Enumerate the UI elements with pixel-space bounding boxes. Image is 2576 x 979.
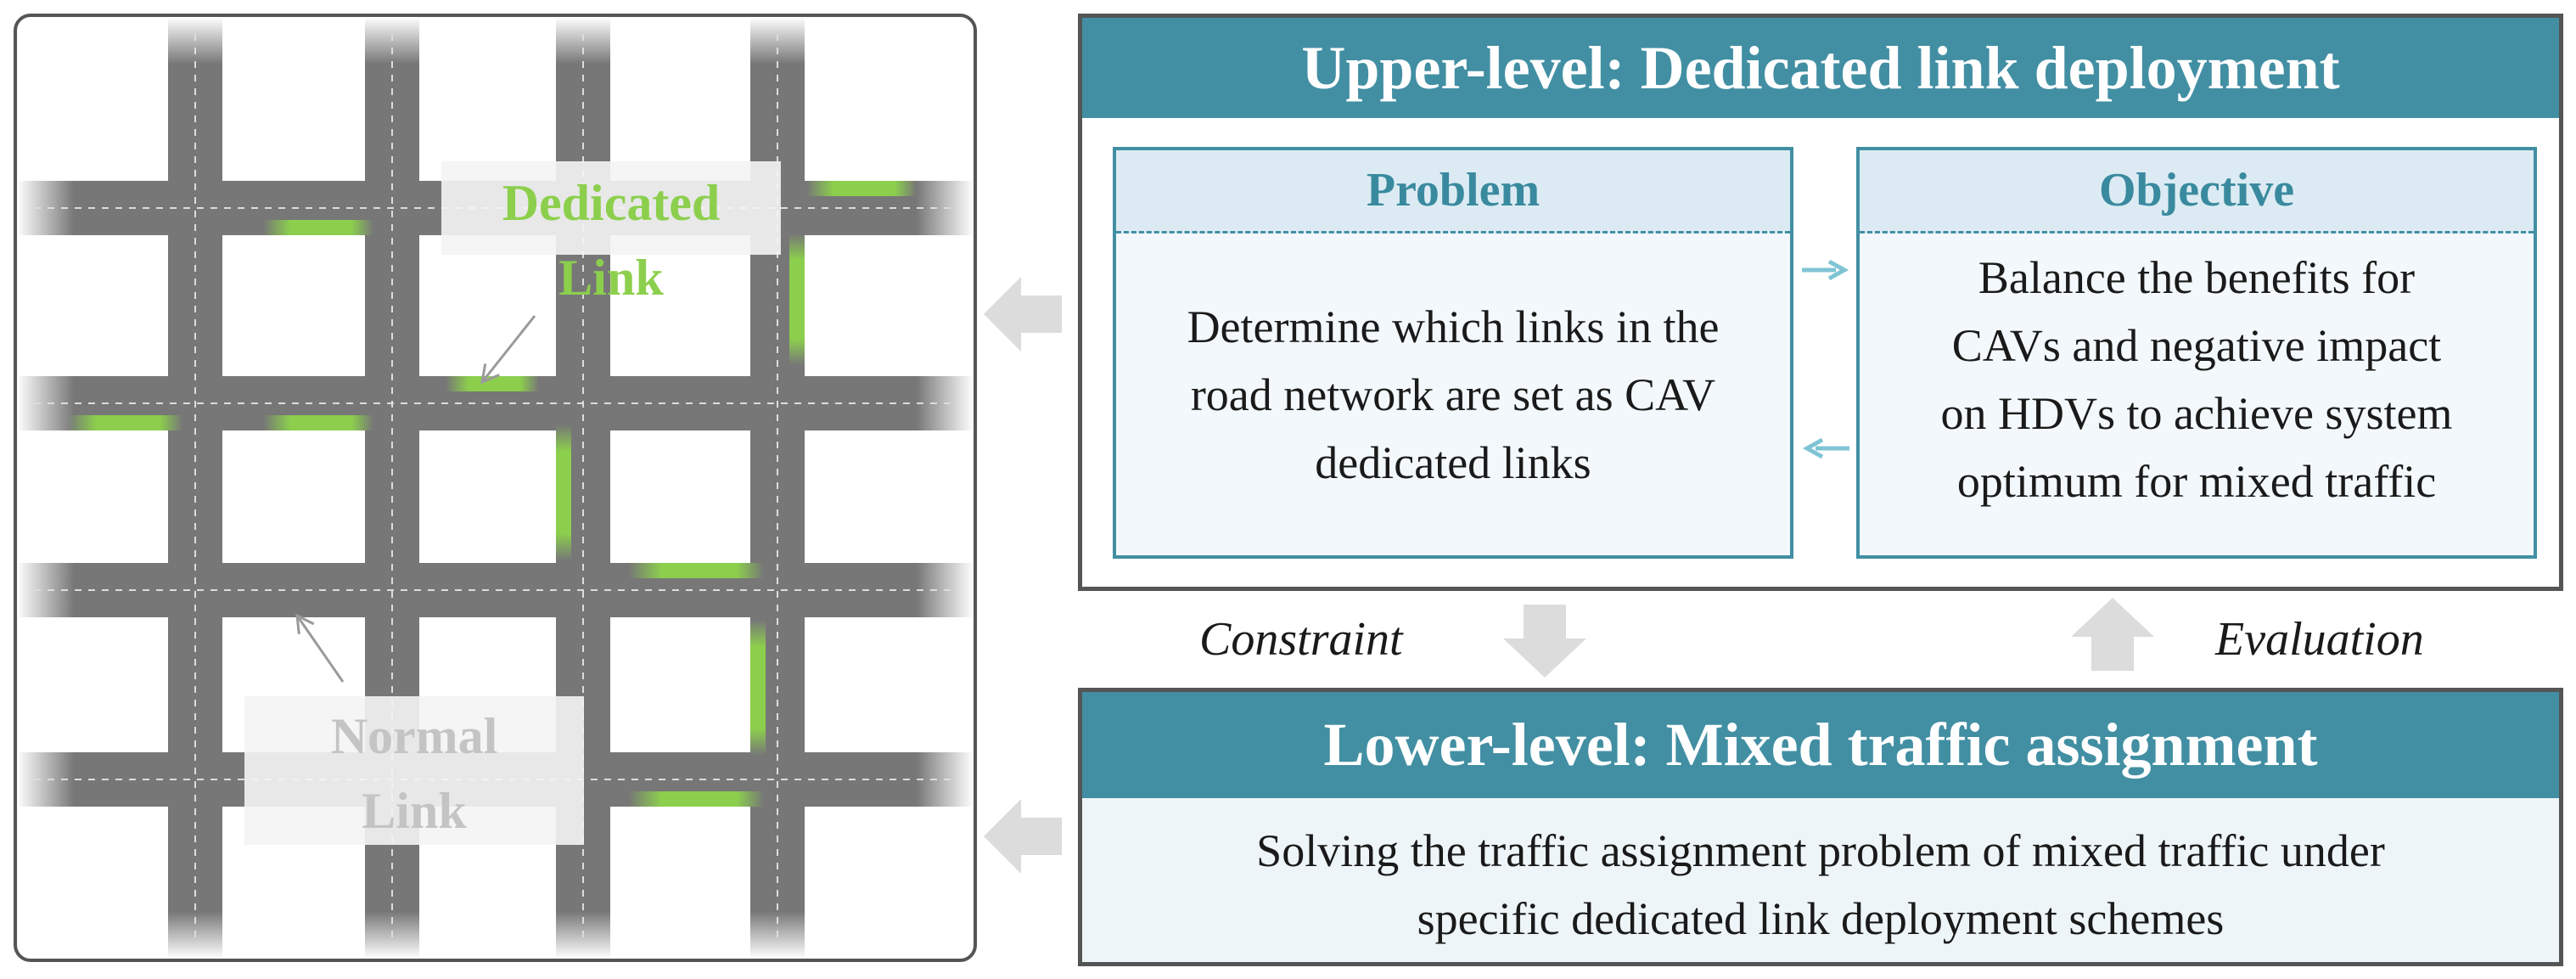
dedicated-link-segment: [446, 376, 539, 391]
dedicated-link-segment: [628, 791, 764, 807]
dedicated-link-segment: [68, 415, 182, 430]
dedicated-link-segment: [263, 220, 373, 235]
normal-label-backing: [244, 696, 584, 845]
problem-box: Problem Determine which links in the roa…: [1113, 147, 1793, 559]
dedicated-pointer-arrow: [480, 315, 536, 383]
lower-level-text: Solving the traffic assignment problem o…: [1082, 798, 2559, 953]
problem-line: dedicated links: [1315, 436, 1591, 488]
dedicated-link-segment: [556, 425, 571, 560]
dedicated-link-segment: [806, 181, 917, 196]
road-network-graphic: [17, 17, 974, 959]
lower-line: specific dedicated link deployment schem…: [1417, 893, 2225, 944]
lower-level-box: Lower-level: Mixed traffic assignment So…: [1078, 688, 2563, 966]
normal-link-label-line2: Link: [362, 783, 467, 839]
dedicated-link-segment: [789, 233, 805, 365]
evaluation-up-arrow: [2071, 598, 2154, 671]
normal-link-label-line1: Normal: [330, 708, 498, 764]
dedicated-link-segment: [628, 563, 764, 578]
normal-link-label: Normal Link: [244, 699, 584, 848]
objective-line: on HDVs to achieve system: [1940, 388, 2453, 439]
dedicated-label-backing: [441, 161, 781, 255]
lower-to-network-arrow: [984, 799, 1062, 874]
dedicated-link-label: Dedicated Link: [441, 166, 781, 315]
objective-line: CAVs and negative impact: [1951, 320, 2442, 371]
dedicated-link-label-line1: Dedicated: [502, 175, 721, 231]
dedicated-pointer-arrow-head: [480, 363, 500, 385]
upper-level-box: Upper-level: Dedicated link deployment P…: [1078, 14, 2563, 591]
upper-to-network-arrow: [984, 277, 1062, 352]
dedicated-link-segment: [263, 415, 373, 430]
constraint-down-arrow: [1503, 605, 1586, 678]
lower-line: Solving the traffic assignment problem o…: [1256, 825, 2385, 876]
constraint-label: Constraint: [1199, 613, 1403, 666]
problem-line: road network are set as CAV: [1190, 369, 1716, 420]
objective-text: Balance the benefits for CAVs and negati…: [1860, 233, 2534, 555]
normal-pointer-arrow-head: [295, 613, 315, 635]
problem-to-objective-arrow: [1802, 259, 1849, 281]
objective-line: optimum for mixed traffic: [1956, 456, 2437, 507]
problem-line: Determine which links in the: [1187, 301, 1720, 352]
problem-text: Determine which links in the road networ…: [1116, 233, 1790, 555]
objective-to-problem-arrow: [1802, 437, 1849, 459]
dedicated-link-segment: [750, 620, 766, 756]
normal-pointer-arrow: [295, 615, 345, 683]
road-network-panel: Dedicated Link Normal Link: [14, 14, 977, 962]
upper-level-title: Upper-level: Dedicated link deployment: [1082, 18, 2559, 118]
lower-level-title: Lower-level: Mixed traffic assignment: [1082, 692, 2559, 798]
problem-title: Problem: [1116, 150, 1790, 233]
objective-title: Objective: [1860, 150, 2534, 233]
objective-box: Objective Balance the benefits for CAVs …: [1856, 147, 2537, 559]
dedicated-link-label-line2: Link: [558, 250, 664, 306]
evaluation-label: Evaluation: [2215, 613, 2424, 666]
objective-line: Balance the benefits for: [1978, 252, 2416, 303]
